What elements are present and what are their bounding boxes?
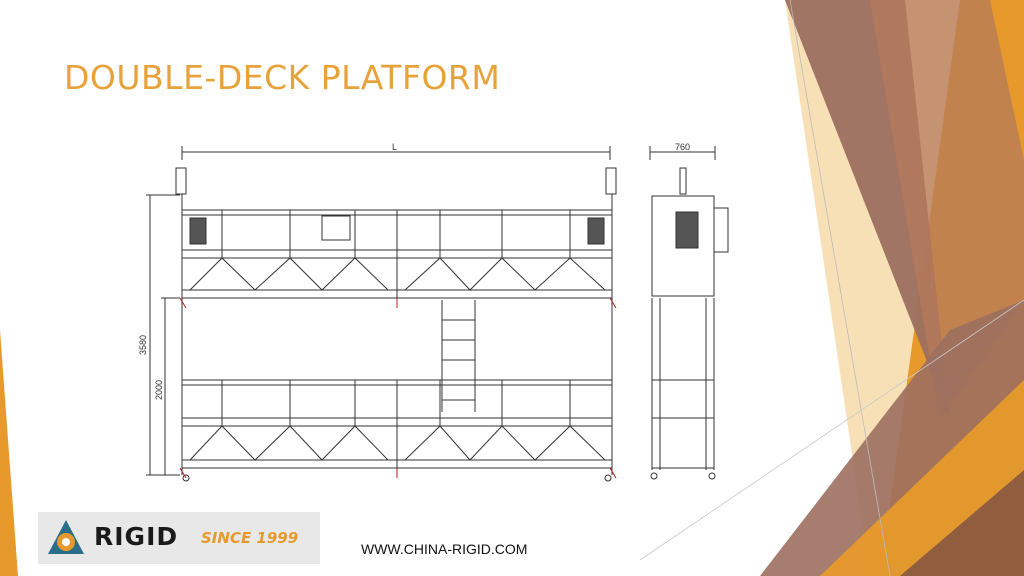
deck-spacing-dimension-label: 2000 — [154, 380, 164, 400]
width-dimension-label: 760 — [675, 142, 690, 152]
platform-technical-drawing: L 760 3580 2000 — [138, 142, 729, 482]
logo-since-text: SINCE 1999 — [201, 529, 299, 547]
rigid-emblem-icon — [48, 520, 84, 554]
slide-title: DOUBLE-DECK PLATFORM — [64, 58, 501, 97]
website-url[interactable]: WWW.CHINA-RIGID.COM — [361, 541, 528, 557]
logo-brand-text: RIGID — [94, 522, 179, 551]
company-logo: RIGID SINCE 1999 — [38, 512, 320, 564]
length-dimension-label: L — [392, 142, 397, 152]
total-height-dimension-label: 3580 — [138, 335, 148, 355]
